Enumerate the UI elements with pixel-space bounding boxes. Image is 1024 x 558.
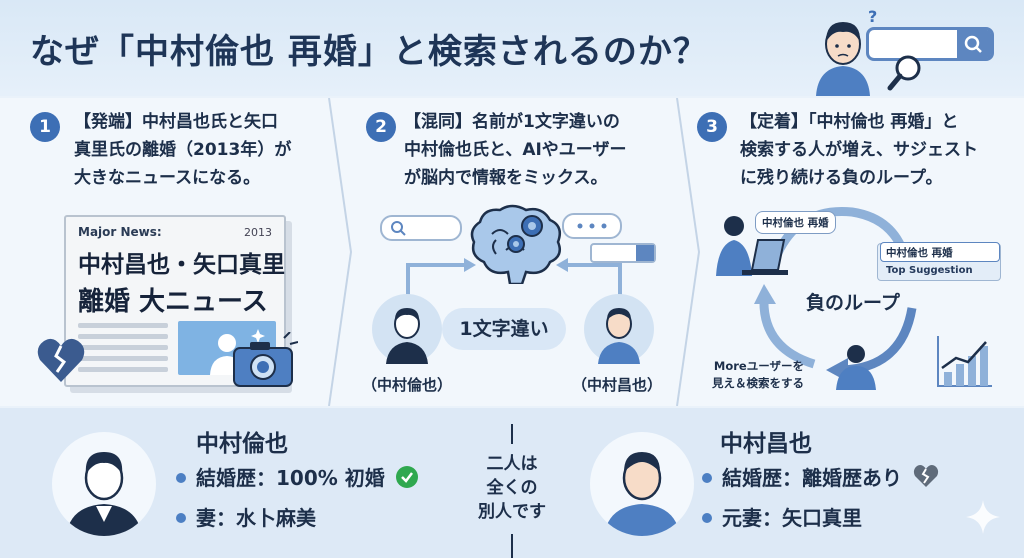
bullet-dot — [702, 513, 712, 523]
one-char-diff-pill: 1文字違い — [442, 308, 566, 350]
step-number-1: 1 — [30, 112, 60, 142]
magnifier-icon — [887, 55, 921, 91]
step-2-text: 【混同】名前が1文字違いの 中村倫也氏と、AIやユーザー が脳内で情報をミックス… — [404, 112, 627, 188]
suggest-label: Top Suggestion — [886, 265, 973, 276]
flow-arrows — [406, 258, 622, 298]
brain-gears-icon — [470, 204, 561, 284]
bullet-dot — [702, 473, 712, 483]
chat-bubble-right — [562, 213, 622, 239]
suggest-box: 中村倫也 再婚 Top Suggestion — [877, 242, 1001, 281]
page-title: なぜ「中村倫也 再婚」と検索されるのか？ — [30, 32, 708, 72]
avatar-nakamura-masaya-small — [584, 294, 654, 364]
more-users-label: Moreユーザーを 見え＆検索をする — [712, 359, 804, 390]
header: なぜ「中村倫也 再婚」と検索されるのか？ ? — [0, 0, 1024, 96]
newspaper-headline-1: 中村昌也・矢口真里 — [78, 252, 285, 278]
person-icon — [604, 452, 680, 536]
avatar-nakamura-tomoya — [52, 432, 156, 536]
search-chip: 中村倫也 再婚 — [755, 211, 836, 234]
right-marriage-text: 結婚歴：離婚歴あり — [722, 466, 902, 490]
center-divider — [511, 424, 513, 558]
bullet-dot — [176, 473, 186, 483]
newspaper-label: Major News: — [78, 225, 162, 239]
check-icon — [395, 466, 418, 488]
left-marriage-text: 結婚歴：100% 初婚 — [196, 466, 385, 490]
divider-chevron — [676, 98, 701, 406]
newspaper-year: 2013 — [244, 226, 272, 239]
broken-heart-icon — [913, 465, 939, 487]
right-ex-spouse: 元妻：矢口真里 — [702, 502, 862, 531]
avatar-nakamura-masaya — [590, 432, 694, 536]
camera-icon — [233, 332, 298, 387]
avatar-nakamura-tomoya-small — [372, 294, 442, 364]
right-marriage-history: 結婚歴：離婚歴あり — [702, 462, 939, 491]
left-name: 中村倫也 — [196, 431, 288, 457]
question-mark: ? — [868, 8, 877, 26]
person-icon — [66, 452, 142, 536]
laptop-user-icon — [716, 216, 788, 276]
loop-center-label: 負のループ — [806, 292, 900, 314]
step-number-2: 2 — [366, 112, 396, 142]
right-person-label: （中村昌也） — [572, 376, 663, 394]
step-3-text: 【定着】「中村倫也 再婚」と 検索する人が増え、サジェスト に残り続ける負のルー… — [740, 112, 978, 188]
person-icon — [598, 308, 640, 364]
right-ex-spouse-text: 元妻：矢口真里 — [722, 506, 862, 530]
newspaper-headline-2: 離婚 大ニュース — [78, 287, 268, 317]
bullet-dot — [176, 513, 186, 523]
step-number-3: 3 — [697, 112, 727, 142]
left-person-label: （中村倫也） — [362, 376, 453, 394]
person-icon — [386, 308, 428, 364]
left-spouse: 妻：水卜麻美 — [176, 502, 316, 531]
step-1-text: 【発端】中村昌也氏と矢口 真里氏の離婚（2013年）が 大きなニュースになる。 — [74, 112, 292, 188]
newspaper-text-lines — [78, 323, 168, 378]
left-spouse-text: 妻：水卜麻美 — [196, 506, 316, 530]
suggest-query: 中村倫也 再婚 — [880, 242, 1000, 262]
right-name: 中村昌也 — [720, 431, 812, 457]
users-icon — [836, 345, 876, 390]
dots-icon — [577, 223, 607, 229]
growth-chart-icon — [937, 336, 992, 387]
search-bar-small — [590, 243, 656, 263]
confused-person-icon: ? — [816, 8, 877, 96]
sparkle-icon — [966, 500, 1000, 534]
header-search-box[interactable] — [866, 27, 994, 61]
search-bubble-left — [380, 215, 462, 241]
search-icon — [391, 221, 406, 236]
divider-chevron — [328, 98, 353, 406]
broken-heart-icon — [37, 338, 85, 382]
different-people-note: 二人は 全くの 別人です — [478, 454, 546, 522]
left-marriage-history: 結婚歴：100% 初婚 — [176, 462, 418, 491]
search-button[interactable] — [957, 30, 991, 58]
search-icon — [964, 35, 982, 53]
